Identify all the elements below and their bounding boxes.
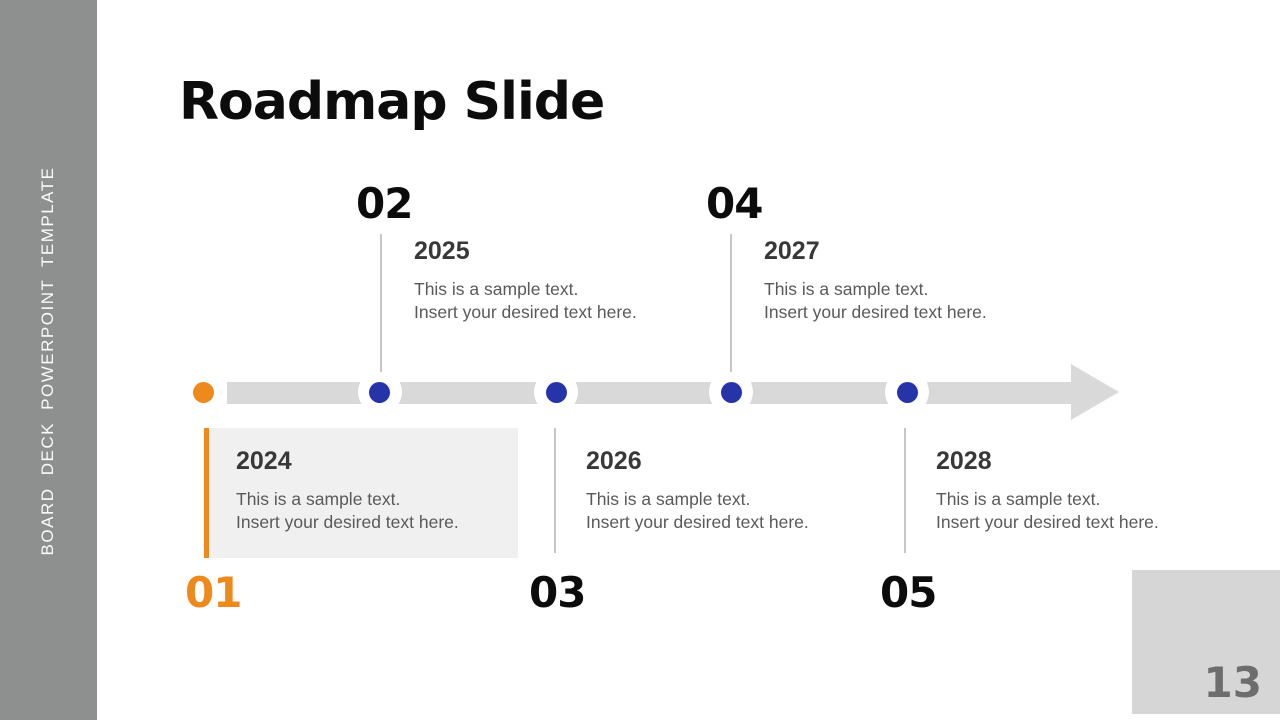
- milestone-text-line: Insert your desired text here.: [764, 302, 987, 322]
- connector-line: [554, 428, 556, 553]
- milestone-number-05: 05: [880, 568, 937, 617]
- milestone-number-01: 01: [185, 568, 242, 617]
- milestone-card-2028: 2028 This is a sample text. Insert your …: [936, 448, 1159, 534]
- connector-line: [380, 234, 382, 372]
- milestone-year: 2027: [764, 237, 820, 265]
- milestone-description: This is a sample text. Insert your desir…: [236, 488, 518, 534]
- milestone-text-line: This is a sample text.: [236, 489, 401, 509]
- milestone-number-03: 03: [529, 568, 586, 617]
- milestone-description: This is a sample text. Insert your desir…: [764, 278, 987, 324]
- milestone-card-2027: 2027 This is a sample text. Insert your …: [764, 238, 987, 324]
- milestone-dot-1: [193, 382, 214, 403]
- milestone-year: 2026: [586, 447, 642, 475]
- sidebar-band: BOARD DECK POWERPOINT TEMPLATE: [0, 0, 97, 720]
- timeline-bar: [227, 382, 1073, 404]
- milestone-text-line: Insert your desired text here.: [936, 512, 1159, 532]
- timeline-arrowhead-icon: [1071, 364, 1119, 420]
- milestone-number-02: 02: [356, 179, 413, 228]
- milestone-text-line: Insert your desired text here.: [414, 302, 637, 322]
- milestone-card-2024: 2024 This is a sample text. Insert your …: [204, 428, 518, 558]
- milestone-dot-4: [721, 382, 742, 403]
- milestone-text-line: Insert your desired text here.: [236, 512, 459, 532]
- milestone-year: 2024: [236, 447, 292, 475]
- connector-line: [730, 234, 732, 372]
- milestone-text-line: This is a sample text.: [586, 489, 751, 509]
- milestone-dot-2: [369, 382, 390, 403]
- milestone-card-2025: 2025 This is a sample text. Insert your …: [414, 238, 637, 324]
- sidebar-vertical-label: BOARD DECK POWERPOINT TEMPLATE: [38, 166, 57, 556]
- milestone-description: This is a sample text. Insert your desir…: [936, 488, 1159, 534]
- page-number: 13: [1203, 658, 1262, 707]
- milestone-text-line: Insert your desired text here.: [586, 512, 809, 532]
- page-title: Roadmap Slide: [179, 72, 605, 132]
- connector-line: [904, 428, 906, 553]
- milestone-dot-5: [897, 382, 918, 403]
- milestone-description: This is a sample text. Insert your desir…: [414, 278, 637, 324]
- page-number-box: 13: [1132, 570, 1280, 714]
- milestone-text-line: This is a sample text.: [414, 279, 579, 299]
- milestone-text-line: This is a sample text.: [936, 489, 1101, 509]
- milestone-card-2026: 2026 This is a sample text. Insert your …: [586, 448, 809, 534]
- milestone-dot-3: [546, 382, 567, 403]
- milestone-text-line: This is a sample text.: [764, 279, 929, 299]
- milestone-year: 2025: [414, 237, 470, 265]
- milestone-number-04: 04: [706, 179, 763, 228]
- milestone-description: This is a sample text. Insert your desir…: [586, 488, 809, 534]
- milestone-year: 2028: [936, 447, 992, 475]
